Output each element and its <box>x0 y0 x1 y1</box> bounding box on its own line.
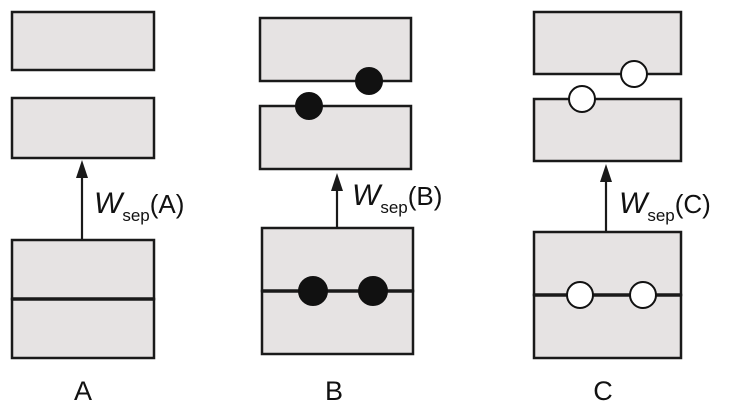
panel-b-atom-on-lower-block <box>295 92 323 120</box>
panel-c-joined-lower-block <box>532 293 683 360</box>
panel-b-joined-upper-block <box>260 226 415 293</box>
panel-b: Wsep(B) B <box>258 16 442 406</box>
panel-a-work-subscript: sep <box>122 206 149 225</box>
panel-b-arrowhead <box>331 173 343 191</box>
panel-c-separated-lower-block <box>532 97 683 163</box>
panel-a-joined-lower-block <box>10 297 156 360</box>
panel-b-interface-atom-right <box>358 276 388 306</box>
panel-c-separated-upper-block <box>532 10 683 76</box>
panel-c-label: C <box>593 376 613 406</box>
panel-b-atom-on-upper-block <box>355 67 383 95</box>
panel-b-work-argument: (B) <box>408 181 443 211</box>
panel-a: Wsep(A) A <box>10 10 184 406</box>
panel-c-work-argument: (C) <box>675 189 711 219</box>
panel-a-arrowhead <box>76 160 88 178</box>
panel-b-interface-atom-left <box>298 276 328 306</box>
panel-b-label: B <box>325 376 343 406</box>
panel-a-separated-lower-block <box>10 96 156 160</box>
panel-c: Wsep(C) C <box>532 10 711 406</box>
panel-b-joined-lower-block <box>260 289 415 356</box>
panel-c-work-label: Wsep(C) <box>619 187 711 225</box>
panel-a-joined-upper-block <box>10 238 156 301</box>
panel-c-atom-on-upper-block <box>620 60 648 88</box>
panel-c-arrowhead <box>600 164 612 182</box>
panel-b-separated-upper-block <box>258 16 413 83</box>
panel-c-joined-upper-block <box>532 230 683 297</box>
panel-c-work-symbol: W <box>619 187 650 220</box>
panel-c-interface-atom-right <box>629 281 657 309</box>
panel-a-work-symbol: W <box>94 187 125 220</box>
panel-b-separated-lower-block <box>258 104 413 171</box>
panel-b-work-subscript: sep <box>380 198 407 217</box>
panel-c-interface-atom-left <box>566 281 594 309</box>
panel-c-work-subscript: sep <box>647 206 674 225</box>
panel-b-work-symbol: W <box>352 179 383 212</box>
panel-c-atom-on-lower-block <box>568 85 596 113</box>
panel-a-label: A <box>74 376 92 406</box>
panel-a-work-argument: (A) <box>150 189 185 219</box>
panel-b-work-label: Wsep(B) <box>352 179 442 217</box>
panel-a-separated-upper-block <box>10 10 156 72</box>
panel-a-work-label: Wsep(A) <box>94 187 184 225</box>
